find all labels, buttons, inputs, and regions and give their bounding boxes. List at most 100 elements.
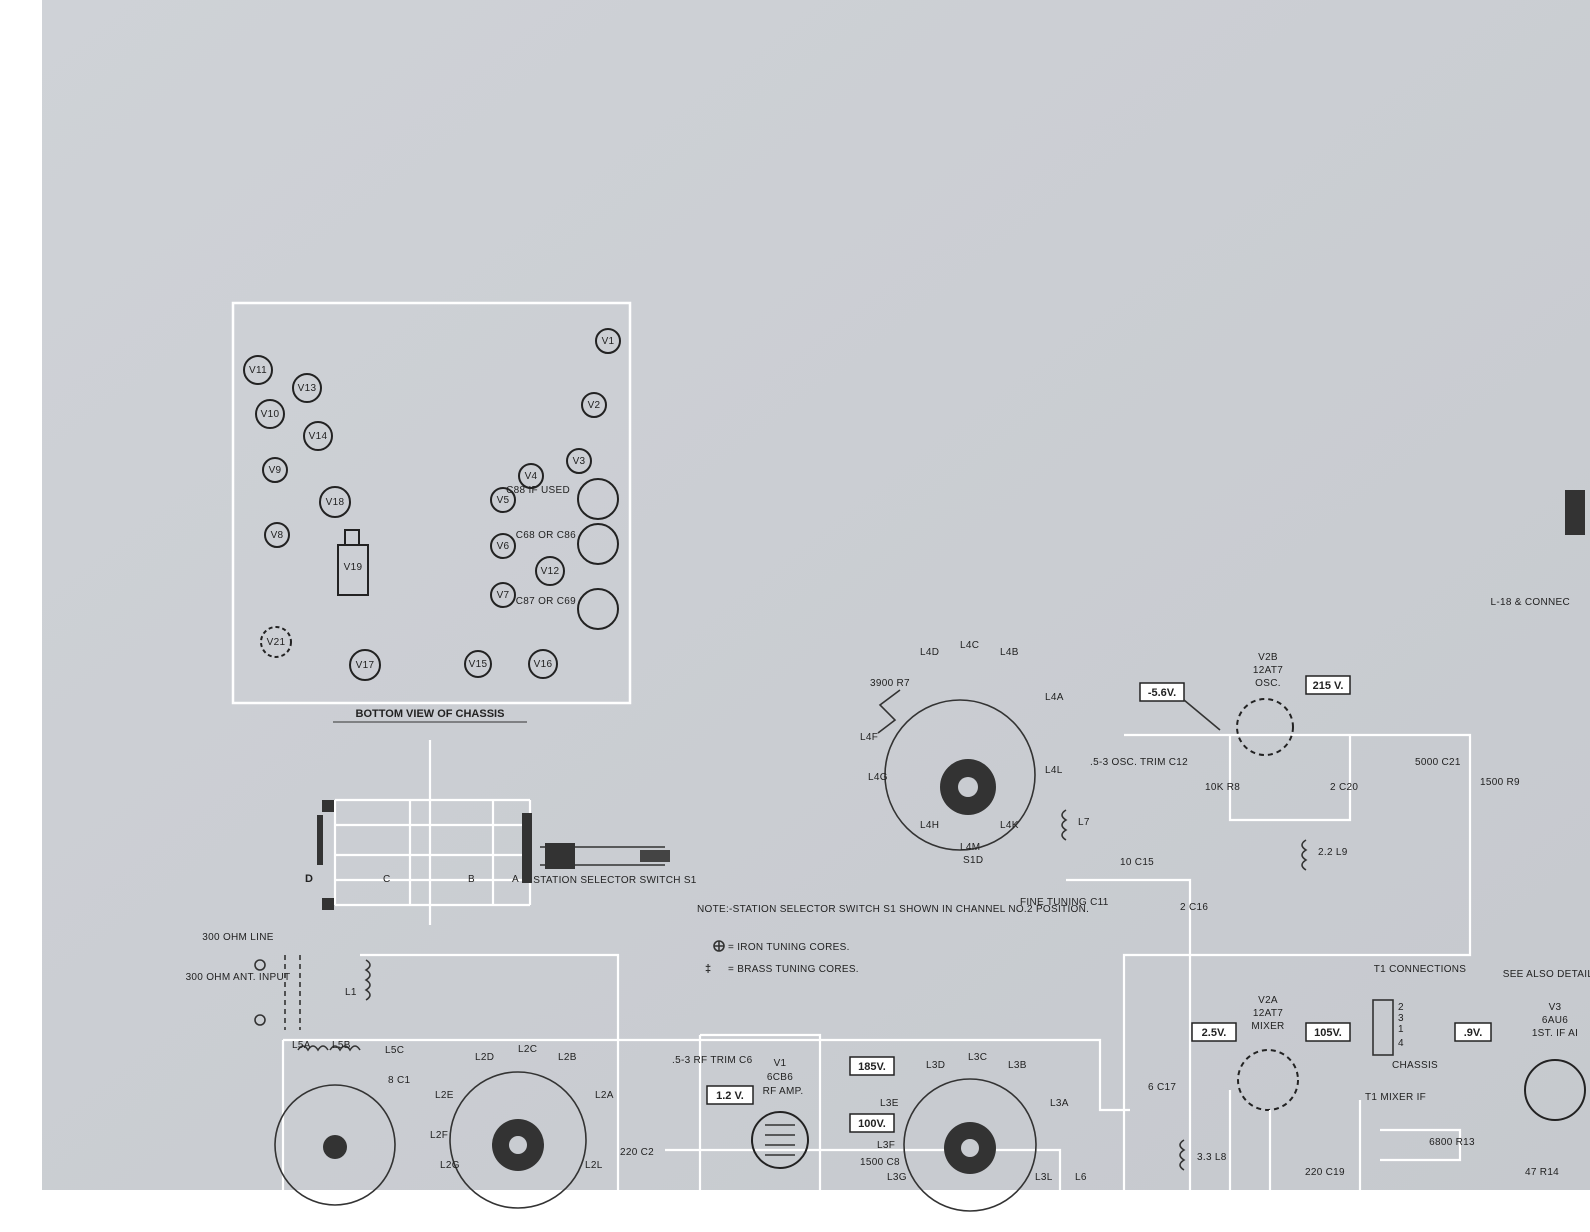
note-c68: C68 OR C86 (516, 530, 576, 541)
label-l2e: L2E (435, 1090, 454, 1101)
rf-tube: V1 (774, 1058, 787, 1069)
label-c21: 5000 C21 (1415, 757, 1461, 768)
label-l5c: L5C (385, 1045, 404, 1056)
label-l3l: L3L (1035, 1172, 1053, 1183)
label-r13: 6800 R13 (1429, 1137, 1475, 1148)
tube-socket-v21 (260, 626, 292, 658)
voltage-osc-grid (1139, 682, 1185, 702)
label-c16: 2 C16 (1180, 902, 1208, 913)
label-l4f: L4F (860, 732, 878, 743)
label-l9: 2.2 L9 (1318, 847, 1348, 858)
label-l4h: L4H (920, 820, 939, 831)
osc-type: 12AT7 (1253, 665, 1283, 676)
label-l18: L-18 & CONNEC (1491, 597, 1570, 608)
label-c6: .5-3 RF TRIM C6 (672, 1055, 753, 1066)
tube-socket-v7 (490, 582, 516, 608)
label-l5a: L5A (292, 1040, 311, 1051)
voltage-mixer-cathode (1191, 1022, 1237, 1042)
note-c87: C87 OR C69 (516, 596, 576, 607)
label-l4l: L4L (1045, 765, 1063, 776)
osc-tube-symbol (1236, 698, 1294, 756)
label-l2d: L2D (475, 1052, 494, 1063)
tube-label: V6 (497, 541, 510, 552)
marker-d: D (305, 873, 313, 885)
value: 215 V. (1313, 680, 1344, 692)
t1-chassis: CHASSIS (1392, 1060, 1438, 1071)
label-l4b: L4B (1000, 647, 1019, 658)
tube-label: V18 (326, 497, 345, 508)
marker-c: C (383, 874, 391, 885)
voltage-osc-plate (1305, 675, 1351, 695)
label-l3b: L3B (1008, 1060, 1027, 1071)
rf-type: 6CB6 (767, 1072, 793, 1083)
antenna-line: 300 OHM LINE (202, 932, 273, 943)
tube-socket-v19-cap (344, 529, 360, 546)
tube-socket-v5 (490, 487, 516, 513)
marker-a: A (512, 874, 519, 885)
label-l1: L1 (345, 987, 357, 998)
tube-socket-v1 (595, 328, 621, 354)
tube-socket-v14 (303, 421, 333, 451)
tube-label: V4 (525, 471, 538, 482)
label-l2g: L2G (440, 1160, 460, 1171)
antenna-input: 300 OHM ANT. INPUT (186, 972, 291, 983)
svg-text:1: 1 (1398, 1024, 1404, 1035)
label-l4k: L4K (1000, 820, 1019, 831)
note-iron: = IRON TUNING CORES. (728, 942, 850, 953)
label-r8: 10K R8 (1205, 782, 1240, 793)
tube-label: V2 (588, 400, 601, 411)
label-c8: 1500 C8 (860, 1157, 900, 1168)
if-tube: V3 (1549, 1002, 1562, 1013)
voltage-mixer-plate (1305, 1022, 1351, 1042)
if-see: SEE ALSO DETAIL 'E' (1503, 969, 1590, 980)
t1-title: T1 CONNECTIONS (1374, 964, 1467, 975)
if-type: 6AU6 (1542, 1015, 1568, 1026)
marker-b: B (468, 874, 475, 885)
tube-socket-v13 (292, 373, 322, 403)
label-s1d: S1D (963, 855, 983, 866)
t1-label: T1 MIXER IF (1365, 1092, 1426, 1103)
selector-title: STATION SELECTOR SWITCH S1 (533, 875, 697, 886)
can-c87 (577, 588, 619, 630)
value: 100V. (858, 1118, 886, 1130)
voltage-if-cathode (1454, 1022, 1492, 1042)
label-l3g: L3G (887, 1172, 907, 1183)
tube-socket-v15 (464, 650, 492, 678)
label-l4c: L4C (960, 640, 979, 651)
tube-socket-v3 (566, 448, 592, 474)
selector-switch (317, 740, 670, 925)
can-c88 (577, 478, 619, 520)
tube-label: V15 (469, 659, 488, 670)
note-main: NOTE:-STATION SELECTOR SWITCH S1 SHOWN I… (697, 904, 1089, 915)
label-l4a: L4A (1045, 692, 1064, 703)
svg-text:2: 2 (1398, 1002, 1404, 1013)
value: 1.2 V. (716, 1090, 744, 1102)
label-c11: FINE TUNING C11 (1020, 897, 1109, 908)
svg-text:3: 3 (1398, 1013, 1404, 1024)
if-tube-symbol (1524, 1059, 1586, 1121)
tube-label: V19 (344, 562, 363, 573)
label-l3c: L3C (968, 1052, 987, 1063)
t1-can (1372, 999, 1394, 1056)
value: 105V. (1314, 1027, 1342, 1039)
label-r14: 47 R14 (1525, 1167, 1559, 1178)
tube-socket-v2 (581, 392, 607, 418)
rotary-switch-l4 (877, 689, 1036, 851)
tube-label: V10 (261, 409, 280, 420)
label-r9: 1500 R9 (1480, 777, 1520, 788)
if-func: 1ST. IF AI (1532, 1028, 1578, 1039)
rotary-switch-l5 (274, 1045, 396, 1206)
tube-label: V8 (271, 530, 284, 541)
tube-socket-v9 (262, 457, 288, 483)
mixer-type: 12AT7 (1253, 1008, 1283, 1019)
paper-sheet (42, 0, 1590, 1190)
label-c1: 8 C1 (388, 1075, 410, 1086)
label-l5b: L5B (332, 1040, 351, 1051)
mixer-func: MIXER (1251, 1021, 1284, 1032)
osc-func: OSC. (1255, 678, 1281, 689)
label-l2c: L2C (518, 1044, 537, 1055)
label-l4g: L4G (868, 772, 888, 783)
brass-core-symbol: ‡ (705, 963, 711, 975)
chassis-title: BOTTOM VIEW OF CHASSIS (356, 708, 505, 720)
